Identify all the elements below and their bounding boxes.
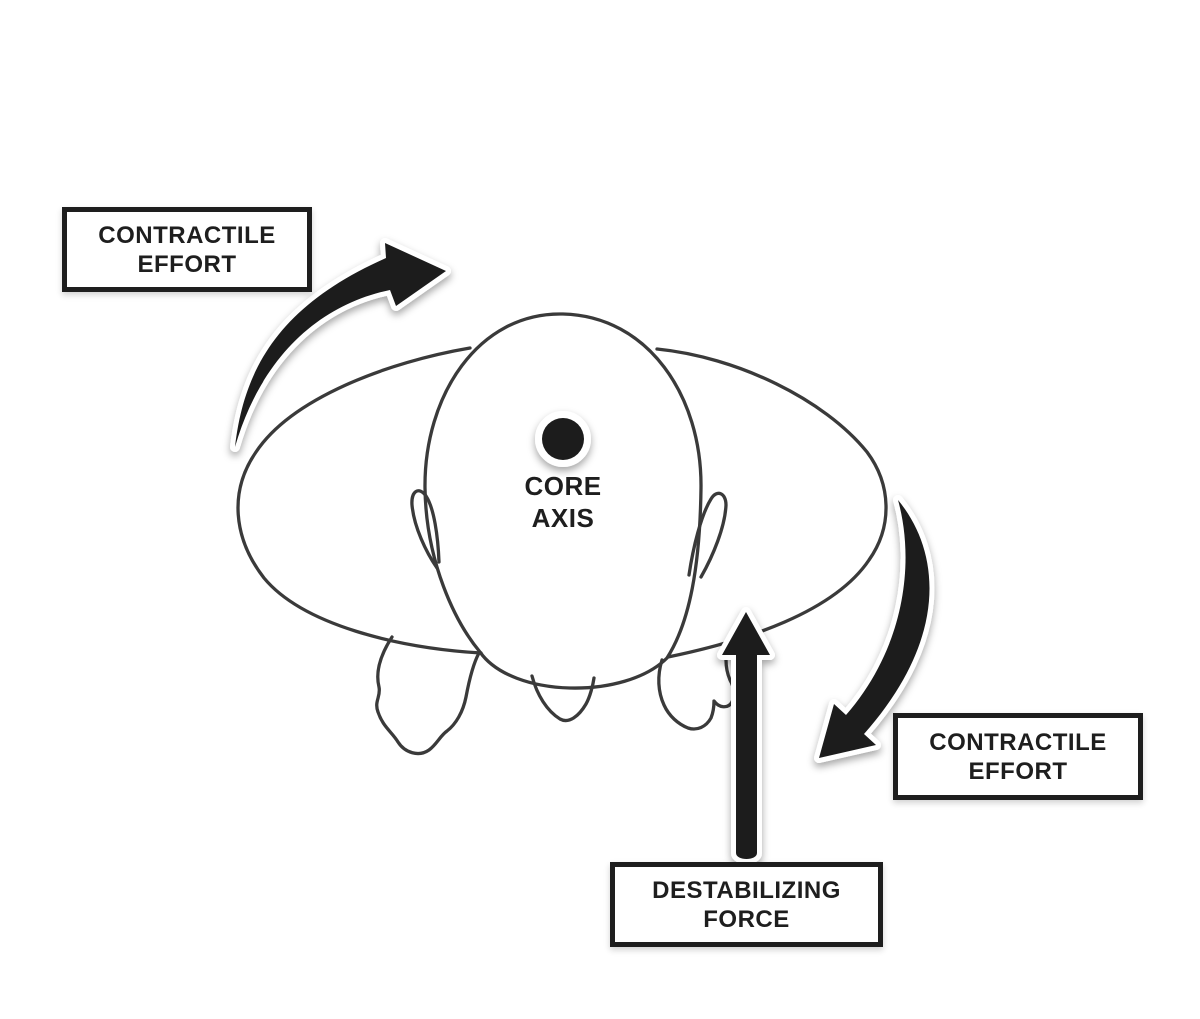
destabilizing-line1: DESTABILIZING	[652, 876, 841, 904]
label-box-contractile-effort-right: CONTRACTILE EFFORT	[893, 713, 1143, 800]
contractile-left-line2: EFFORT	[137, 250, 237, 278]
core-axis-dot	[535, 411, 591, 467]
contractile-right-line1: CONTRACTILE	[929, 728, 1107, 756]
contractile-right-line2: EFFORT	[968, 757, 1068, 785]
contractile-left-line1: CONTRACTILE	[98, 221, 276, 249]
curved-arrow-top-left-icon	[230, 238, 451, 452]
core-axis-line2: AXIS	[531, 503, 595, 533]
body-left-foot	[375, 635, 481, 756]
body-left-lobe	[236, 346, 483, 655]
label-box-contractile-effort-left: CONTRACTILE EFFORT	[62, 207, 312, 292]
destabilizing-line2: FORCE	[703, 905, 790, 933]
core-axis-line1: CORE	[524, 471, 602, 501]
curved-arrow-right-icon	[814, 495, 935, 763]
body-right-lobe	[655, 347, 888, 659]
core-axis-label: CORE AXIS	[463, 470, 663, 534]
body-right-foot	[657, 658, 736, 731]
up-arrow-icon	[717, 607, 775, 864]
label-box-destabilizing-force: DESTABILIZING FORCE	[610, 862, 883, 947]
body-left-ear	[410, 489, 441, 570]
body-center-toe	[530, 674, 596, 723]
body-central-oval	[423, 312, 703, 690]
body-right-ear	[687, 491, 728, 579]
